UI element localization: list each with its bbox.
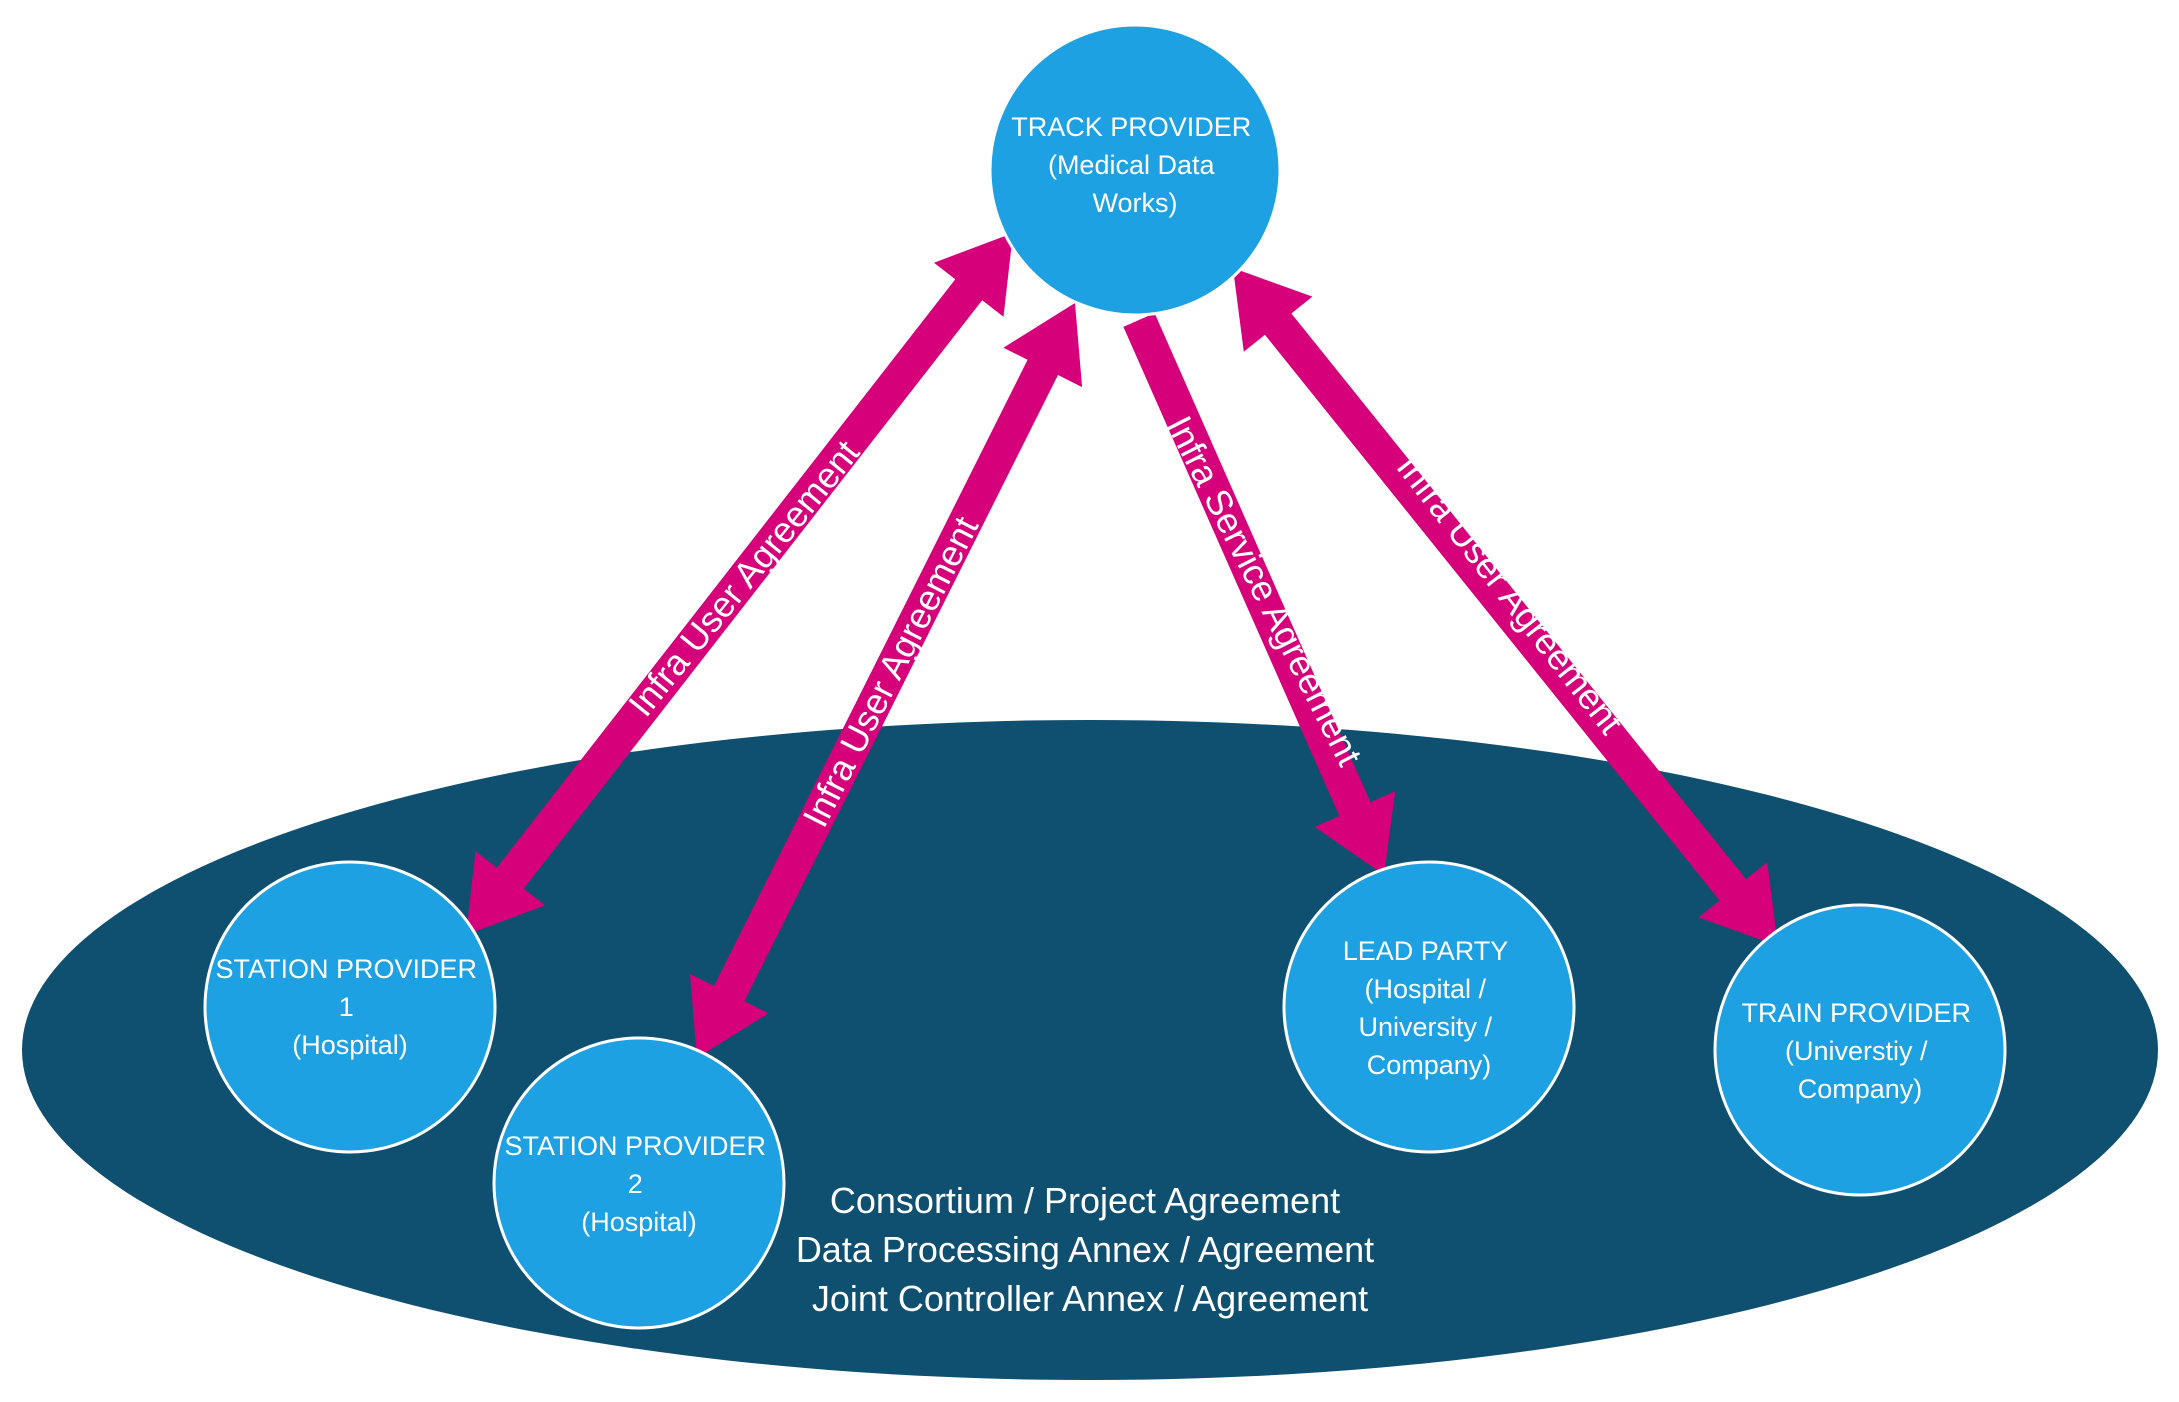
node-station-provider-2: STATION PROVIDER 2 (Hospital)	[492, 1036, 786, 1330]
train-provider-line-3: Company)	[1798, 1074, 1923, 1104]
arrow-lead-party	[1123, 313, 1396, 876]
train-provider-line-1: TRAIN PROVIDER	[1741, 998, 1971, 1028]
station-provider-2-line-2: 2	[628, 1169, 643, 1199]
lead-party-line-4: Company)	[1367, 1050, 1492, 1080]
station-provider-1-line-1: STATION PROVIDER	[215, 954, 477, 984]
double-arrow-station-1	[466, 233, 1013, 935]
station-provider-1-line-3: (Hospital)	[292, 1030, 408, 1060]
node-train-provider: TRAIN PROVIDER (Universtiy / Company)	[1713, 903, 2007, 1197]
consortium-line-3: Joint Controller Annex / Agreement	[812, 1278, 1368, 1319]
arrow-train-provider	[1233, 268, 1778, 946]
node-lead-party: LEAD PARTY (Hospital / University / Comp…	[1282, 860, 1576, 1154]
consortium-agreements: Consortium / Project Agreement Data Proc…	[796, 1180, 1384, 1319]
train-provider-circle	[1713, 903, 2007, 1197]
lead-party-circle	[1282, 860, 1576, 1154]
lead-party-label: LEAD PARTY (Hospital / University / Comp…	[1343, 936, 1516, 1080]
train-provider-line-2: (Universtiy /	[1785, 1036, 1928, 1066]
consortium-line-1: Consortium / Project Agreement	[830, 1180, 1340, 1221]
track-provider-circle	[988, 23, 1282, 317]
double-arrow-station-2	[689, 303, 1083, 1058]
station-provider-2-circle	[492, 1036, 786, 1330]
arrow-label-lead-party: Infra Service Agreement	[1159, 409, 1371, 772]
track-provider-line-3: Works)	[1093, 188, 1178, 218]
arrow-label-train: Infra User Agreement	[1389, 447, 1632, 742]
station-provider-1-line-2: 1	[339, 992, 354, 1022]
station-provider-1-label: STATION PROVIDER 1 (Hospital)	[215, 954, 484, 1060]
station-provider-2-line-3: (Hospital)	[581, 1207, 697, 1237]
track-provider-line-1: TRACK PROVIDER	[1011, 112, 1251, 142]
station-provider-2-label: STATION PROVIDER 2 (Hospital)	[504, 1131, 773, 1237]
track-provider-line-2: (Medical Data	[1048, 150, 1216, 180]
node-track-provider: TRACK PROVIDER (Medical Data Works)	[988, 23, 1282, 317]
arrow-station-provider-1	[466, 233, 1013, 935]
lead-party-line-2: (Hospital /	[1364, 974, 1486, 1004]
train-provider-label: TRAIN PROVIDER (Universtiy / Company)	[1741, 998, 1978, 1104]
arrow-station-provider-2	[689, 303, 1083, 1058]
consortium-line-2: Data Processing Annex / Agreement	[796, 1229, 1374, 1270]
track-provider-label: TRACK PROVIDER (Medical Data Works)	[1011, 112, 1259, 218]
lead-party-line-3: University /	[1358, 1012, 1492, 1042]
node-station-provider-1: STATION PROVIDER 1 (Hospital)	[203, 860, 497, 1154]
double-arrow-train	[1233, 268, 1778, 946]
station-provider-1-circle	[203, 860, 497, 1154]
station-provider-2-line-1: STATION PROVIDER	[504, 1131, 766, 1161]
single-arrow-lead-party	[1123, 313, 1396, 876]
lead-party-line-1: LEAD PARTY	[1343, 936, 1509, 966]
arrow-label-station-1: Infra User Agreement	[620, 432, 867, 724]
